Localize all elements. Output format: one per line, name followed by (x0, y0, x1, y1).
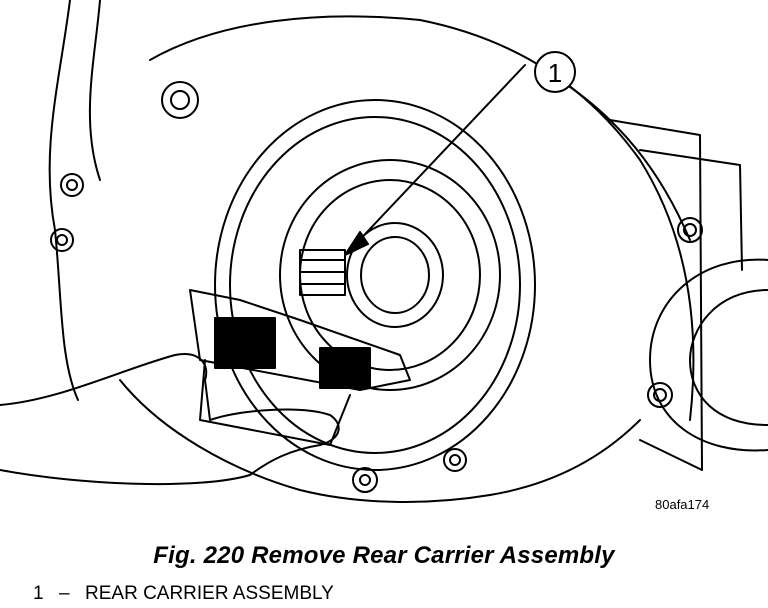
technical-illustration: 1 (0, 0, 768, 503)
bearing-housing (649, 258, 768, 452)
legend-label: REAR CARRIER ASSEMBLY (85, 583, 334, 604)
legend-item: 1–REAR CARRIER ASSEMBLY (33, 583, 334, 605)
callout-leader (349, 64, 526, 251)
hand (0, 353, 340, 486)
figure-image-code: 80afa174 (655, 497, 710, 512)
legend-number: 1 (33, 583, 44, 604)
rear-carrier-assembly (189, 249, 411, 446)
transmission-case (48, 0, 743, 503)
clutch-drum (214, 99, 536, 471)
legend-separator: – (59, 583, 70, 604)
figure-caption: Fig. 220 Remove Rear Carrier Assembly (153, 542, 615, 569)
case-bolts (50, 81, 703, 493)
callout-bubble: 1 (534, 51, 576, 93)
callout-number: 1 (548, 58, 562, 88)
